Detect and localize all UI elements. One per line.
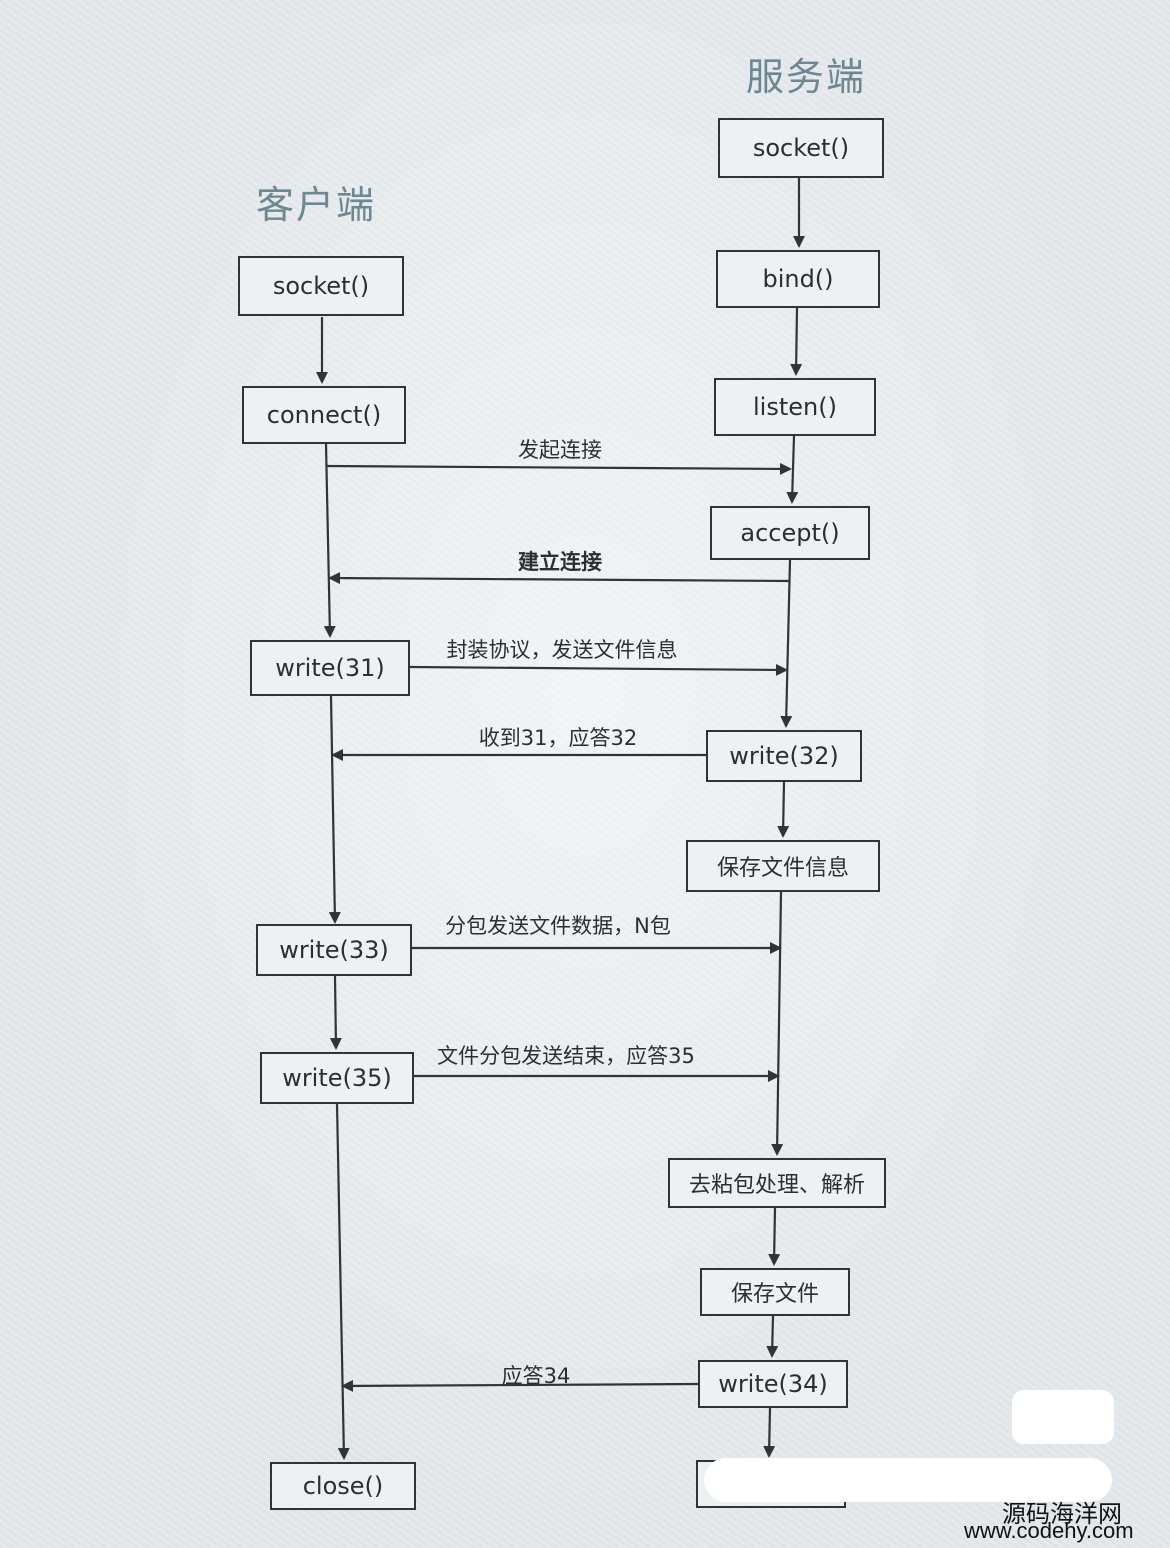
msg-arrow-send-info (409, 663, 788, 676)
client-arrow-write35-close (335, 1103, 350, 1460)
server-arrow-listen-accept (786, 435, 799, 504)
msg-arrow-establish (328, 572, 791, 585)
server-arrow-bind-listen (790, 307, 803, 376)
client-arrow-write33-write35 (329, 975, 342, 1050)
client-arrow-write31-write33 (328, 695, 341, 924)
server-arrow-saveinfo-unpack (771, 891, 784, 1156)
msg-reply34-label: 应答34 (501, 1364, 571, 1388)
server-arrow-savefile-write34 (766, 1315, 779, 1358)
server-arrow-write32-saveinfo (777, 781, 790, 838)
client-write33-step: write(33) (256, 924, 412, 976)
server-save-info-step: 保存文件信息 (686, 840, 880, 892)
server-socket-step: socket() (718, 118, 884, 178)
msg-arrow-reply34 (341, 1379, 699, 1392)
server-bind-step: bind() (716, 250, 880, 308)
server-arrow-unpack-savefile (768, 1207, 781, 1266)
client-arrow-connect-write31 (323, 443, 336, 638)
msg-arrow-initiate (325, 462, 792, 475)
redaction-box (1012, 1390, 1114, 1444)
msg-reply32-label: 收到31，应答32 (478, 726, 638, 750)
redaction-strip (704, 1458, 1112, 1502)
msg-send-info-label: 封装协议，发送文件信息 (446, 638, 678, 662)
client-write31-step: write(31) (250, 640, 410, 696)
server-arrow-accept-write32 (780, 559, 793, 728)
client-heading: 客户端 (256, 183, 377, 227)
server-write32-step: write(32) (706, 730, 862, 782)
server-unpack-step: 去粘包处理、解析 (668, 1158, 886, 1208)
server-write34-step: write(34) (698, 1360, 848, 1408)
client-connect-step: connect() (242, 386, 406, 444)
client-close-step: close() (270, 1462, 416, 1510)
msg-initiate-label: 发起连接 (518, 438, 602, 462)
server-save-file-step: 保存文件 (700, 1268, 850, 1316)
server-heading: 服务端 (746, 55, 867, 99)
watermark-site-url: www.codehy.com (964, 1518, 1134, 1543)
client-write35-step: write(35) (260, 1052, 414, 1104)
watermark-site-name: 源码海洋网 (1002, 1501, 1122, 1528)
msg-establish-label: 建立连接 (518, 550, 602, 574)
server-listen-step: listen() (714, 378, 876, 436)
server-arrow-write34-end (763, 1407, 776, 1458)
msg-send-data-label: 分包发送文件数据，N包 (445, 914, 671, 938)
server-accept-step: accept() (710, 506, 870, 560)
msg-send-end-label: 文件分包发送结束，应答35 (437, 1044, 695, 1068)
client-socket-step: socket() (238, 256, 404, 316)
